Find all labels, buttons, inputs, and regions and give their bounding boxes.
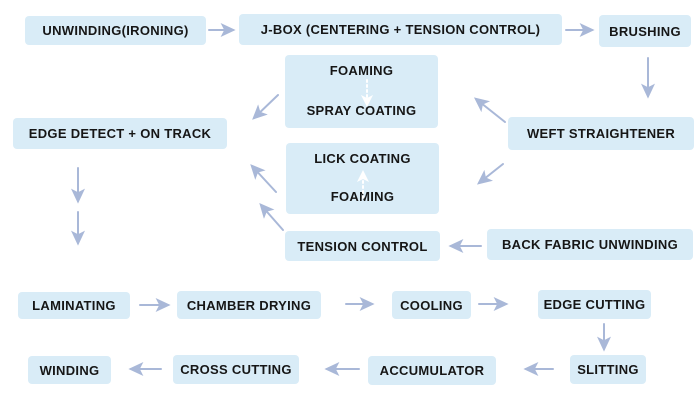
node-laminating: LAMINATING [18, 292, 130, 319]
node-lick-coating-foaming: LICK COATING FOAMING [286, 143, 439, 214]
node-brushing: BRUSHING [599, 15, 691, 47]
node-label-foaming-2: FOAMING [330, 189, 395, 204]
node-label-spray-coating: SPRAY COATING [306, 103, 417, 118]
node-winding: WINDING [28, 356, 111, 384]
node-cross-cutting: CROSS CUTTING [173, 355, 299, 384]
node-label-foaming: FOAMING [329, 63, 394, 78]
node-unwinding: UNWINDING(IRONING) [25, 16, 206, 45]
node-chamber-drying: CHAMBER DRYING [177, 291, 321, 319]
node-edge-cutting: EDGE CUTTING [538, 290, 651, 319]
node-accumulator: ACCUMULATOR [368, 356, 496, 385]
node-label-lick-coating: LICK COATING [314, 151, 411, 166]
arrow-lick-coating-to-edge-detect [250, 164, 277, 193]
arrow-weft-to-spray-coating [473, 97, 506, 123]
node-tension-control: TENSION CONTROL [285, 231, 440, 261]
node-weft-straightener: WEFT STRAIGHTENER [508, 117, 694, 150]
node-back-fabric-unwinding: BACK FABRIC UNWINDING [487, 229, 693, 260]
node-cooling: COOLING [392, 291, 471, 319]
arrow-tension-to-lick-coating [259, 203, 284, 231]
arrow-spray-coating-to-edge-detect [252, 94, 279, 120]
node-slitting: SLITTING [570, 355, 646, 384]
arrow-weft-to-lick-coating [476, 163, 504, 185]
node-jbox: J-BOX (CENTERING + TENSION CONTROL) [239, 14, 562, 45]
node-edge-detect-on-track: EDGE DETECT + ON TRACK [13, 118, 227, 149]
node-foaming-spray-coating: FOAMING SPRAY COATING [285, 55, 438, 128]
